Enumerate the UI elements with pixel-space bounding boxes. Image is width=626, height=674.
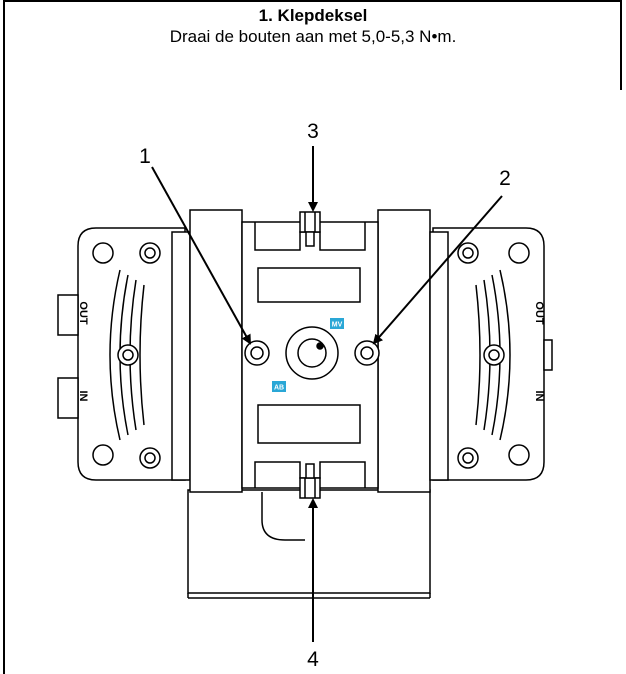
right-top-hole [508, 242, 530, 264]
right-bottom-hole [508, 444, 530, 466]
left-housing-bolts [117, 242, 161, 469]
base-bracket [187, 489, 431, 599]
badge-lower: AB [272, 381, 286, 392]
right-plates [377, 209, 449, 493]
port-label-right-out: OUT [533, 301, 545, 325]
svg-text:AB: AB [274, 385, 284, 392]
port-label-left-in: IN [77, 391, 89, 402]
left-bottom-hole [92, 444, 114, 466]
leader-arrow-2 [372, 195, 503, 345]
left-top-hole [92, 242, 114, 264]
bottom-bolt [299, 463, 321, 499]
callout-3: 3 [307, 120, 319, 143]
top-bolt [299, 211, 321, 247]
border [3, 0, 622, 674]
leader-arrow-1 [151, 166, 251, 345]
torque-instruction: Draai de bouten aan met 5,0-5,3 N•m. [169, 27, 457, 46]
port-label-right-in: IN [533, 391, 545, 402]
valve-cover-bolt-2 [354, 340, 380, 366]
port-label-left-out: OUT [77, 301, 89, 325]
callout-1: 1 [139, 145, 151, 168]
figure-title: 1. Klepdeksel [258, 6, 368, 25]
svg-text:MV: MV [332, 322, 343, 329]
callout-2: 2 [499, 167, 511, 190]
valve-cover-bolt-1 [244, 340, 270, 366]
left-housing [57, 227, 186, 481]
left-plates [171, 209, 243, 493]
badge-upper: MV [330, 318, 344, 329]
callout-4: 4 [307, 648, 319, 671]
right-housing-bolts [457, 242, 505, 469]
